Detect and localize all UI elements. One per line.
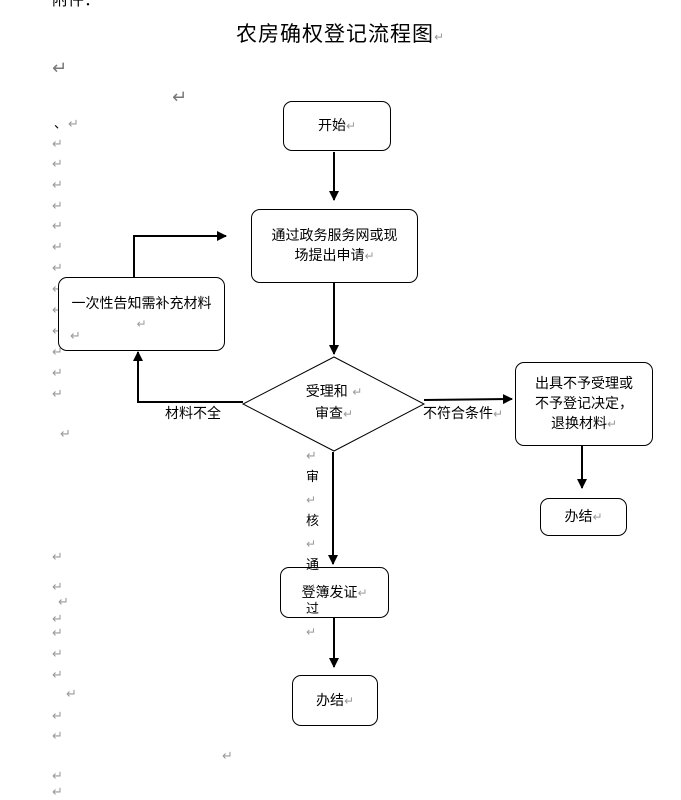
paragraph-mark: ↵ [58,595,69,610]
paragraph-mark: ↵ [222,749,233,764]
paragraph-mark: ↵ [68,117,79,132]
paragraph-mark: ↵ [66,687,77,702]
page-title: 农房确权登记流程图↵ [235,22,446,46]
paragraph-mark: ↵ [52,550,63,565]
paragraph-mark: ↵ [52,283,63,296]
paragraph-mark: ↵ [52,729,63,744]
paragraph-mark: ↵ [52,668,63,683]
paragraph-mark: ↵ [52,709,63,724]
paragraph-mark: ↵ [52,219,63,234]
header-fragment: 附件： [52,0,100,10]
paragraph-mark: ↵ [52,240,63,255]
node-register: 登簿发证↵ [280,567,389,618]
node-supplement: 一次性告知需补充材料↵ [58,277,225,351]
paragraph-mark: ↵ [60,427,71,442]
edge-label-incomplete: 材料不全 [165,406,221,422]
paragraph-mark: ↵ [306,449,317,464]
paragraph-mark: ↵ [52,769,63,784]
paragraph-mark: ↵ [433,30,446,44]
paragraph-mark: ↵ [52,58,68,79]
paragraph-mark: ↵ [52,261,63,276]
paragraph-mark: ↵ [52,366,63,381]
edge-label-approved: 审↵ 核↵ 通↵ 过↵ [306,470,320,639]
paragraph-mark: ↵ [52,387,63,402]
paragraph-mark: ↵ [52,626,63,641]
paragraph-mark: ↵ [172,87,188,108]
node-end-right: 办结↵ [540,498,627,536]
paragraph-mark: ↵ [52,304,63,317]
paragraph-mark: ↵ [52,199,63,214]
node-end-bottom: 办结↵ [292,675,378,726]
paragraph-mark: ↵ [52,157,63,172]
comma-mark: 、 [54,117,68,132]
paragraph-mark: ↵ [52,612,63,627]
paragraph-mark: ↵ [70,329,81,344]
edge-label-not-eligible: 不符合条件↵ [423,406,504,422]
paragraph-mark: ↵ [52,345,63,360]
paragraph-mark: ↵ [52,580,63,595]
arrow-review-to-reject [423,394,513,405]
node-reject: 出具不予受理或不予登记决定，退换材料↵ [515,362,653,446]
paragraph-mark: ↵ [52,178,63,193]
arrow-review-to-supplement [133,351,243,403]
paragraph-mark: ↵ [52,325,63,338]
node-review-label: 受理和 ↵ 审查↵ [305,384,363,422]
paragraph-mark: ↵ [52,785,63,800]
paragraph-mark: ↵ [52,647,63,662]
arrow-supplement-to-apply [133,231,227,277]
node-start: 开始↵ [283,101,391,151]
paragraph-mark: ↵ [52,137,63,152]
node-apply: 通过政务服务网或现场提出申请↵ [251,209,418,283]
review-diamond-shape [241,356,426,452]
